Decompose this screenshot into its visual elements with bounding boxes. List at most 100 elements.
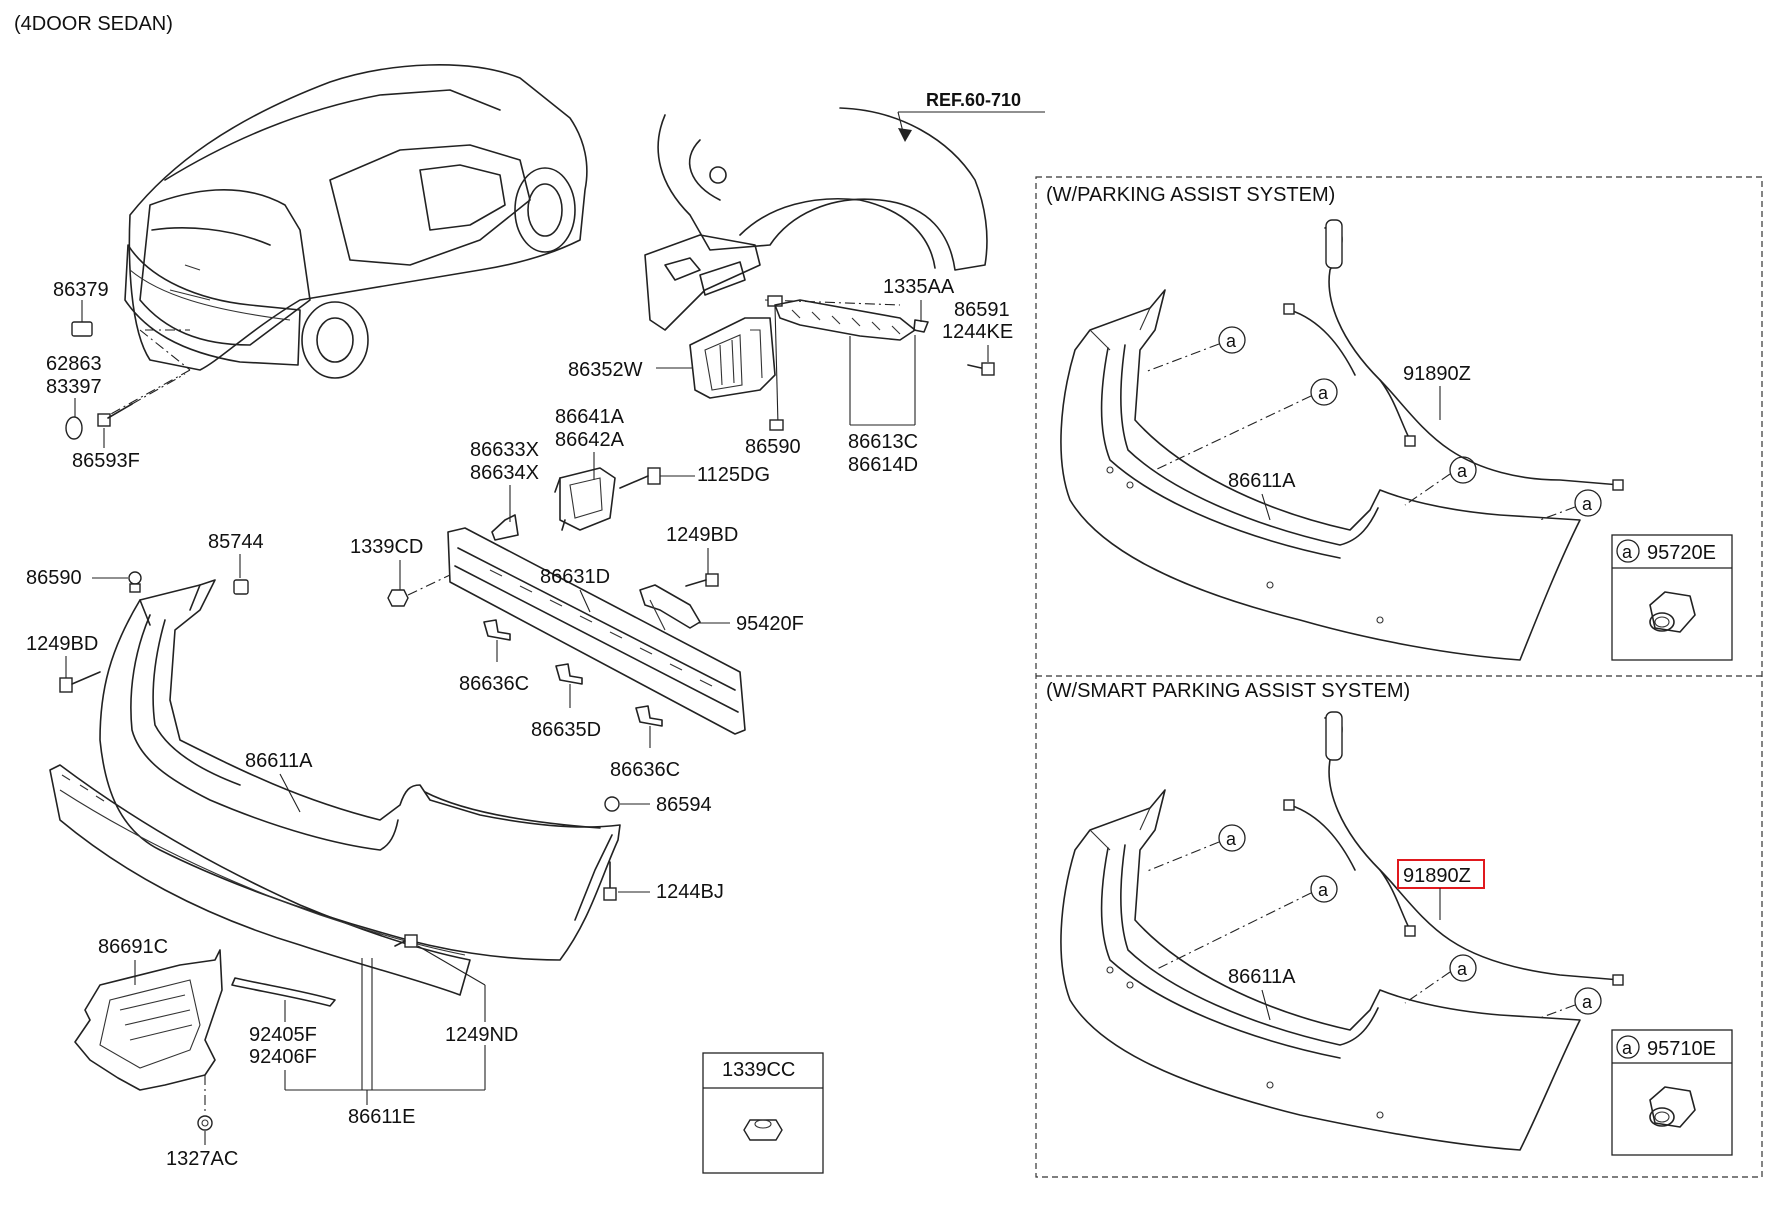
bracket-86641A: 86641A 86642A 86633X 86634X 1125DG bbox=[470, 406, 770, 541]
screw-icon bbox=[603, 861, 617, 901]
part-label-86590-left: 86590 bbox=[26, 567, 82, 589]
harness-label-91890Z: 91890Z bbox=[1403, 363, 1471, 385]
callout-a-1: a bbox=[1144, 326, 1246, 373]
part-label-86633X: 86633X bbox=[470, 439, 539, 461]
part-label-86636C-b: 86636C bbox=[610, 759, 680, 781]
part-label-1125DG: 1125DG bbox=[697, 464, 770, 486]
part-label-1339CD: 1339CD bbox=[350, 536, 423, 558]
part-label-83397: 83397 bbox=[46, 376, 102, 398]
callout-a-2: a bbox=[1154, 378, 1338, 471]
part-label-86590-top: 86590 bbox=[745, 436, 801, 458]
section-smart-parking-assist: (W/SMART PARKING ASSIST SYSTEM) 91890Z 8… bbox=[1046, 680, 1733, 1156]
smart-callout-a-4: a bbox=[1539, 987, 1602, 1019]
part-label-86691C: 86691C bbox=[98, 936, 168, 958]
section-title-parking-assist: (W/PARKING ASSIST SYSTEM) bbox=[1046, 184, 1335, 206]
screw-icon bbox=[394, 934, 418, 948]
svg-text:a: a bbox=[1582, 992, 1593, 1012]
part-label-1335AA: 1335AA bbox=[883, 276, 955, 298]
part-label-86611A-main: 86611A bbox=[245, 750, 313, 772]
sensor-box-95710E bbox=[1611, 1029, 1733, 1156]
slide-bracket-86613C: 86613C 86614D 1335AA 86591 1244KE bbox=[774, 276, 1013, 476]
svg-text:a: a bbox=[1318, 383, 1329, 403]
clip-86636C-b: 86636C bbox=[610, 705, 680, 781]
part-label-86635D: 86635D bbox=[531, 719, 601, 741]
part-label-86591: 86591 bbox=[954, 299, 1010, 321]
screw-icon bbox=[59, 671, 101, 693]
sensor-box-95720E bbox=[1611, 534, 1733, 661]
quarter-panel-ref: REF.60-710 bbox=[644, 90, 1045, 331]
section-bumper-label: 86611A bbox=[1228, 470, 1296, 492]
part-label-86613C: 86613C bbox=[848, 431, 918, 453]
impact-beam-86631D: 86631D 1339CD bbox=[350, 527, 746, 735]
part-label-85744: 85744 bbox=[208, 531, 264, 553]
callout-a-3: a bbox=[1404, 456, 1477, 506]
part-label-1244KE: 1244KE bbox=[942, 321, 1013, 343]
part-label-95420F: 95420F bbox=[736, 613, 804, 635]
part-label-86352W: 86352W bbox=[568, 359, 643, 381]
car-illustration bbox=[99, 64, 588, 421]
svg-text:a: a bbox=[1582, 494, 1593, 514]
bracket-95420F: 1249BD 95420F bbox=[639, 524, 804, 635]
nut-86590-top: 86590 bbox=[745, 295, 801, 458]
part-label-86642A: 86642A bbox=[555, 429, 625, 451]
part-label-86634X: 86634X bbox=[470, 462, 539, 484]
callout-a-4: a bbox=[1539, 489, 1602, 521]
part-label-1249BD-left: 1249BD bbox=[26, 633, 98, 655]
smart-callout-a-3: a bbox=[1404, 954, 1477, 1004]
part-label-86593F: 86593F bbox=[72, 450, 140, 472]
rear-bumper-main: 86611A bbox=[99, 579, 621, 961]
part-label-62863: 62863 bbox=[46, 353, 102, 375]
nut-icon bbox=[387, 589, 409, 607]
part-label-92406F: 92406F bbox=[249, 1046, 317, 1068]
bumper-right-fasteners: 86594 1244BJ bbox=[603, 794, 724, 903]
part-label-86614D: 86614D bbox=[848, 454, 918, 476]
clip-icon bbox=[128, 571, 142, 593]
svg-text:a: a bbox=[1318, 880, 1329, 900]
svg-text:a: a bbox=[1226, 829, 1237, 849]
clip-icon bbox=[604, 796, 620, 812]
parking-sensor-icon bbox=[1649, 1086, 1696, 1128]
part-label-86636C-a: 86636C bbox=[459, 673, 529, 695]
ref-label: REF.60-710 bbox=[926, 90, 1021, 110]
diagram-title: (4DOOR SEDAN) bbox=[14, 13, 173, 35]
bolt-icon bbox=[97, 403, 133, 427]
smart-callout-a-2: a bbox=[1154, 875, 1338, 971]
part-label-1249BD-right: 1249BD bbox=[666, 524, 738, 546]
clip-86636C-a: 86636C bbox=[459, 619, 529, 695]
part-label-1249ND: 1249ND bbox=[445, 1024, 518, 1046]
part-label-1244BJ: 1244BJ bbox=[656, 881, 724, 903]
lower-diffuser-86611E: 1249ND 92405F 92406F 86611E bbox=[49, 764, 518, 1128]
screw-icon bbox=[685, 573, 719, 587]
part-label-86631D: 86631D bbox=[540, 566, 610, 588]
smart-section-bumper-label: 86611A bbox=[1228, 966, 1296, 988]
highlighted-harness-label-91890Z: 91890Z bbox=[1403, 865, 1471, 887]
part-86379-group: 86379 62863 83397 86593F bbox=[46, 279, 186, 472]
smart-callout-a-1: a bbox=[1144, 824, 1246, 873]
part-label-1327AC: 1327AC bbox=[166, 1148, 238, 1170]
section-parking-assist: (W/PARKING ASSIST SYSTEM) 91890Z 86611A … bbox=[1046, 184, 1733, 661]
box-1339CC: 1339CC bbox=[702, 1052, 824, 1174]
left-fasteners: 86590 85744 1249BD bbox=[26, 531, 264, 693]
clip-icon bbox=[769, 419, 784, 431]
undercover-86691C: 86691C 1327AC bbox=[74, 936, 238, 1170]
smart-sensor-callout-a: a bbox=[1622, 1038, 1633, 1058]
part-label-86379: 86379 bbox=[53, 279, 109, 301]
screw-icon bbox=[619, 467, 661, 489]
sensor-label-95720E: 95720E bbox=[1647, 542, 1716, 564]
part-label-86641A: 86641A bbox=[555, 406, 625, 428]
clip-86635D: 86635D bbox=[531, 663, 601, 741]
sensor-label-95710E: 95710E bbox=[1647, 1038, 1716, 1060]
sensor-callout-a: a bbox=[1622, 542, 1633, 562]
screw-icon bbox=[967, 362, 995, 376]
part-label-92405F: 92405F bbox=[249, 1024, 317, 1046]
part-label-86594: 86594 bbox=[656, 794, 712, 816]
nut-icon bbox=[743, 1119, 783, 1141]
part-label-1339CC: 1339CC bbox=[722, 1059, 795, 1081]
highlight-box bbox=[1397, 859, 1485, 889]
svg-text:a: a bbox=[1457, 461, 1468, 481]
section-title-smart-parking-assist: (W/SMART PARKING ASSIST SYSTEM) bbox=[1046, 680, 1410, 702]
parking-sensor-icon bbox=[1649, 591, 1696, 633]
svg-text:a: a bbox=[1457, 959, 1468, 979]
variants-frame bbox=[1035, 176, 1763, 1178]
